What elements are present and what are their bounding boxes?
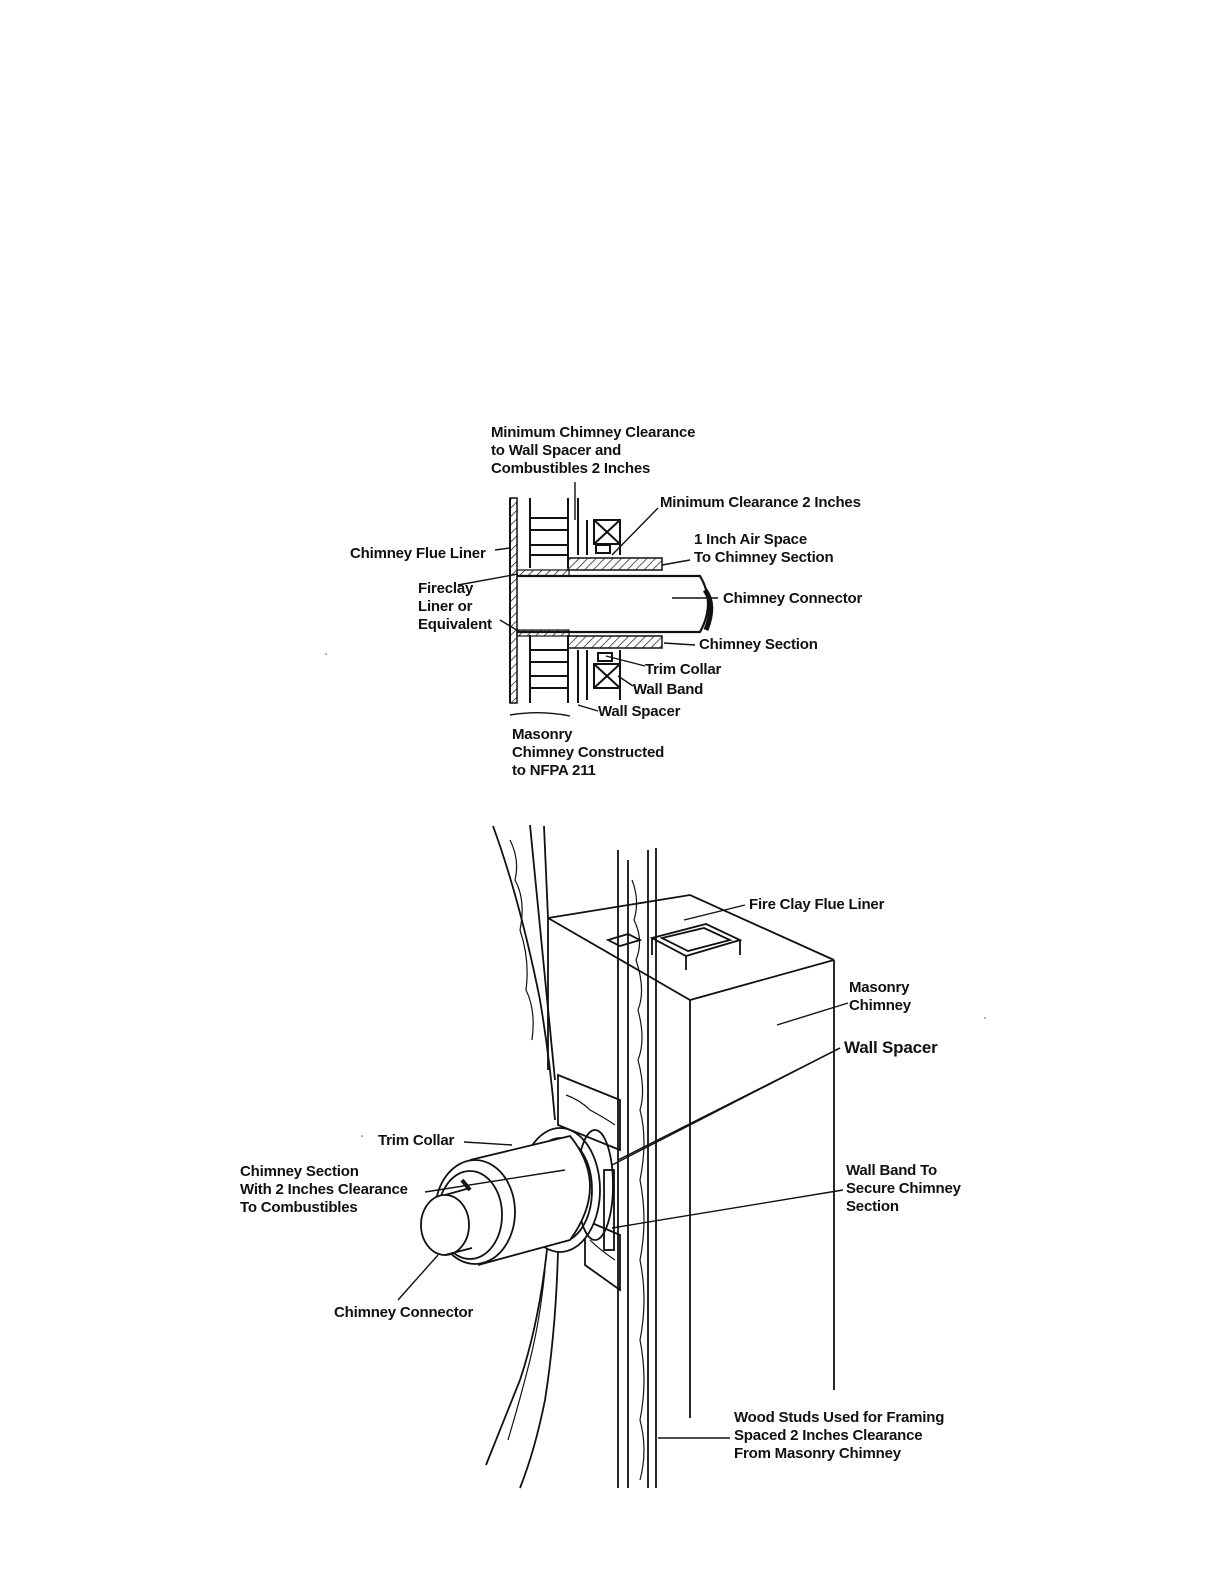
wall-band <box>603 1169 615 1251</box>
wood-stud-front <box>617 848 657 1488</box>
label-chimney-flue-liner: Chimney Flue Liner <box>350 545 486 562</box>
label-air-space: 1 Inch Air Space To Chimney Section <box>694 531 834 566</box>
label-masonry-chimney-top: Masonry Chimney Constructed to NFPA 211 <box>512 726 665 779</box>
scan-speck <box>325 653 327 655</box>
top-leaders <box>457 482 718 712</box>
label-wood-studs: Wood Studs Used for Framing Spaced 2 Inc… <box>734 1409 945 1462</box>
bottom-perspective-diagram <box>397 824 849 1489</box>
label-fire-clay-flue-liner: Fire Clay Flue Liner <box>749 896 885 913</box>
label-trim-collar-bottom: Trim Collar <box>378 1132 455 1149</box>
masonry-bricks <box>529 498 569 703</box>
header-framing <box>557 1073 621 1292</box>
label-wall-band-bottom: Wall Band To Secure Chimney Section <box>846 1162 961 1215</box>
label-min-clearance: Minimum Clearance 2 Inches <box>660 494 861 511</box>
label-chimney-section-top: Chimney Section <box>699 636 818 653</box>
label-chimney-connector-top: Chimney Connector <box>723 590 863 607</box>
chimney-section-sleeve <box>567 557 663 571</box>
label-chimney-section-bottom: Chimney Section With 2 Inches Clearance … <box>240 1163 408 1216</box>
label-wall-band-top: Wall Band <box>633 681 704 698</box>
chimney-connector-pipe <box>517 574 710 634</box>
label-wall-spacer-top: Wall Spacer <box>598 703 681 720</box>
flue-liner-wall <box>509 497 518 704</box>
chimney-connector-end <box>420 1194 470 1256</box>
bottom-leaders <box>397 904 849 1439</box>
wall-studs <box>577 498 621 703</box>
label-wall-spacer-bottom: Wall Spacer <box>844 1038 938 1057</box>
label-fireclay-liner: Fireclay Liner or Equivalent <box>418 580 492 633</box>
scan-speck <box>984 1017 986 1019</box>
masonry-chimney-block <box>547 894 835 1418</box>
label-masonry-chimney-bottom: Masonry Chimney <box>849 979 911 1014</box>
label-chimney-connector-bottom: Chimney Connector <box>334 1304 474 1321</box>
top-section-diagram <box>457 482 718 717</box>
label-min-chimney-clearance: Minimum Chimney Clearance to Wall Spacer… <box>491 424 696 477</box>
scan-speck <box>361 1135 363 1137</box>
label-trim-collar-top: Trim Collar <box>645 661 722 678</box>
wood-stud-left <box>485 824 559 1489</box>
